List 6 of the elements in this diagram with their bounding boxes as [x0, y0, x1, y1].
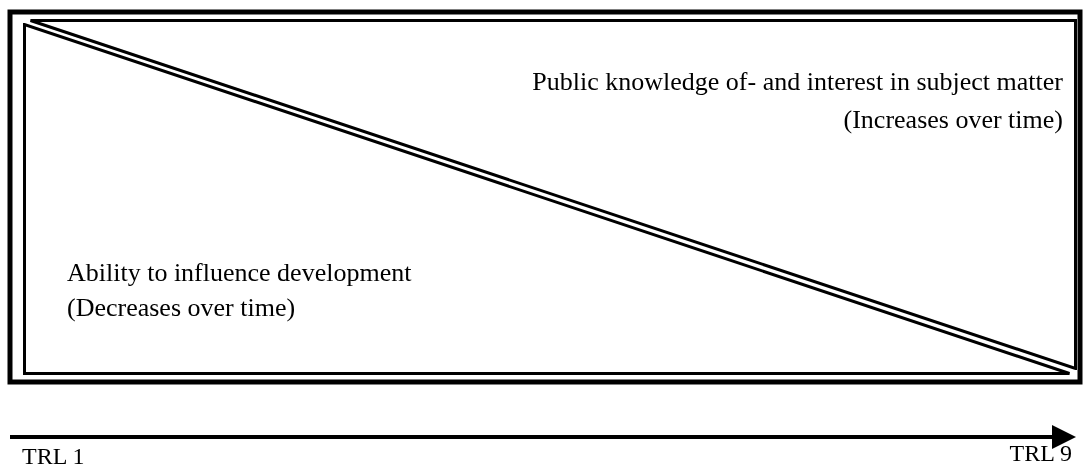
scale-label: TRL 9 — [1009, 440, 1072, 464]
region-heading: Public knowledge of- and interest in subject matter — [532, 66, 1063, 98]
scale-label: TRL 1 — [22, 443, 85, 464]
region-heading: Ability to influence development — [67, 257, 412, 289]
region-note: (Decreases over time) — [67, 292, 296, 324]
region-note: (Increases over time) — [843, 104, 1063, 136]
